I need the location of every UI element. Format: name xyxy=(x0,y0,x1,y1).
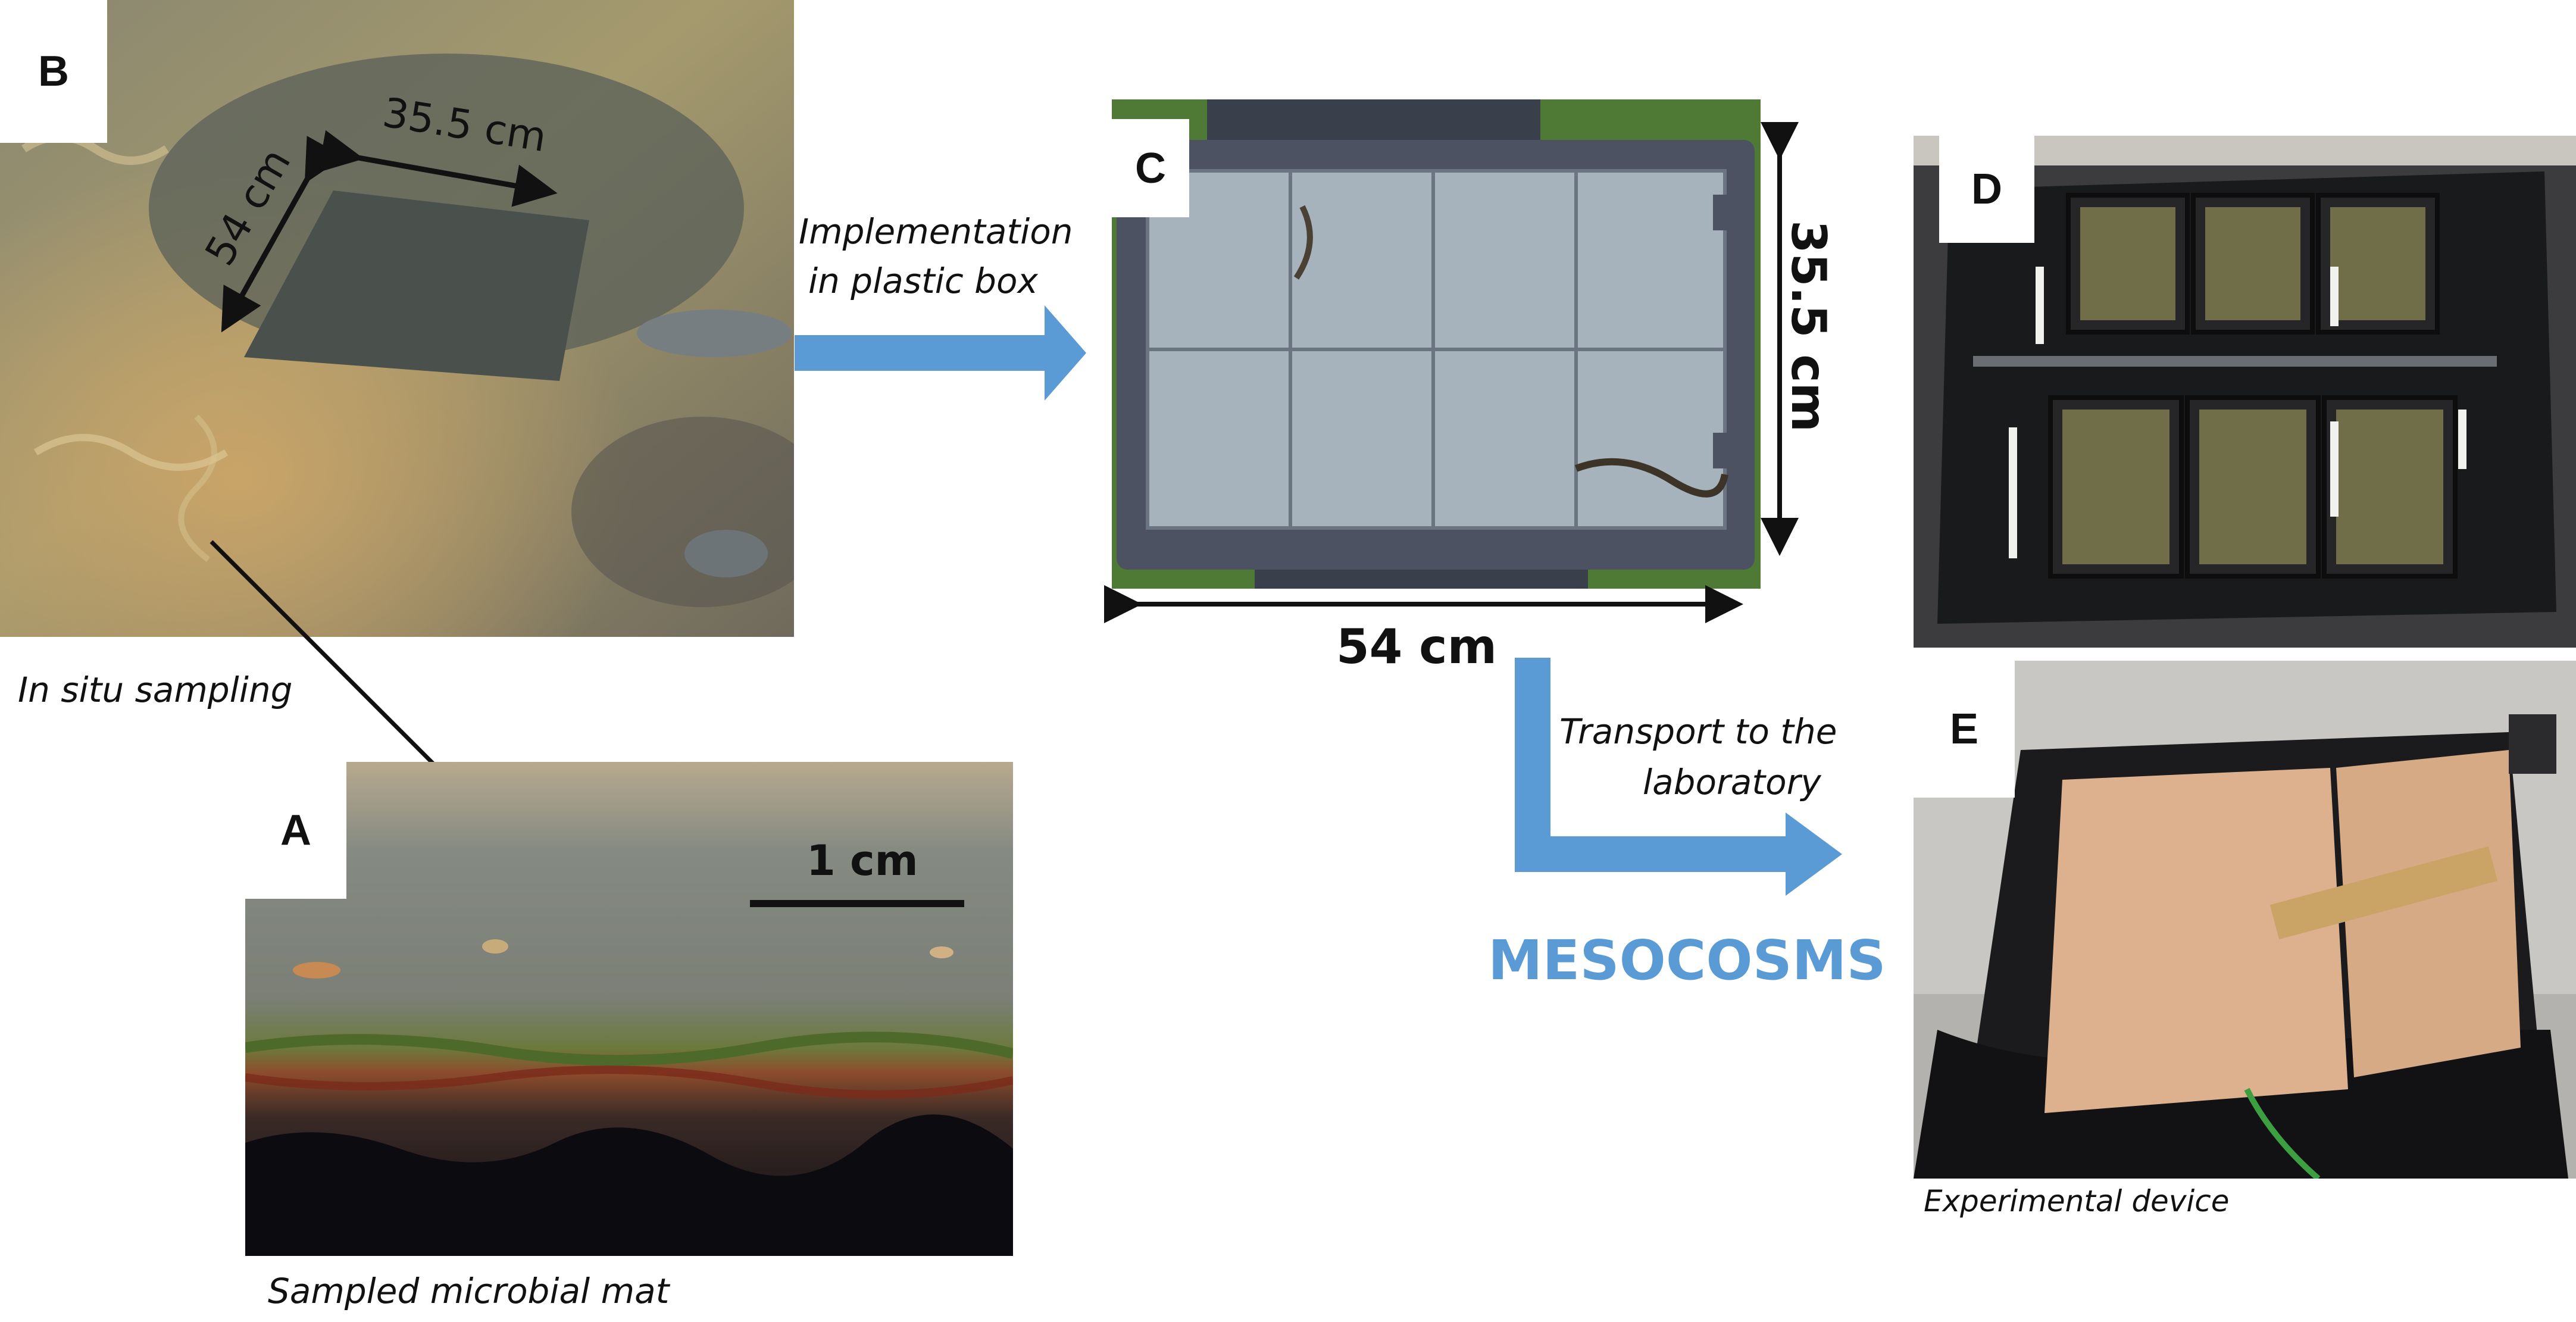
scale-bar-label: 1 cm xyxy=(806,836,918,885)
panel-b-caption: In situ sampling xyxy=(18,670,293,710)
panel-b-label: B xyxy=(0,0,107,143)
panel-a-label: A xyxy=(245,762,346,899)
implementation-label-line2: in plastic box xyxy=(808,261,1038,301)
transport-label-line1: Transport to the xyxy=(1559,711,1837,752)
photo-c-plastic-box xyxy=(1112,99,1761,589)
photo-e-experimental-device xyxy=(1914,661,2576,1179)
scale-bar xyxy=(750,900,964,907)
mesocosms-label: MESOCOSMS xyxy=(1488,929,1886,992)
panel-e-caption: Experimental device xyxy=(1924,1184,2230,1218)
photo-b-in-situ xyxy=(0,0,794,637)
panel-c-label: C xyxy=(1112,119,1189,217)
panel-a-caption: Sampled microbial mat xyxy=(268,1271,670,1311)
panel-e-label: E xyxy=(1914,661,2015,798)
panel-d-label: D xyxy=(1939,136,2034,243)
photo-d-mesocosm-trays xyxy=(1914,136,2576,648)
implementation-label-line1: Implementation xyxy=(799,211,1073,252)
panel-c-width-label: 54 cm xyxy=(1336,619,1497,674)
photo-a-microbial-mat xyxy=(245,762,1013,1256)
transport-label-line2: laboratory xyxy=(1643,762,1821,802)
